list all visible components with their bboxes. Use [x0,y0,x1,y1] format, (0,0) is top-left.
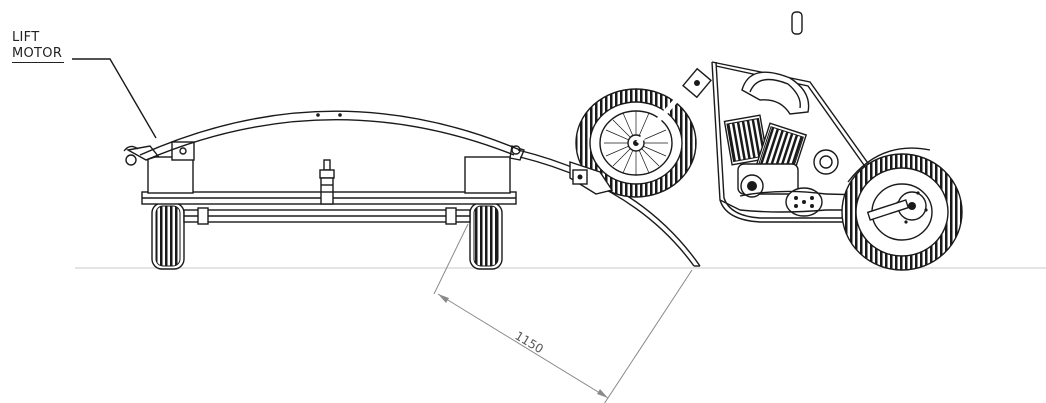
lift-motor [171,141,195,161]
motorcycle-engine [723,114,839,198]
trailer-arch-inner [145,119,515,161]
trailer-right-box [464,156,511,194]
trailer-left-box [147,156,194,194]
callout-line2: MOTOR [12,46,65,63]
trailer-center-jack [319,159,335,205]
trailer [123,110,525,270]
motorcycle-fork [636,11,803,145]
dimension-value: 1150 [512,329,545,357]
motorcycle-rear-wheel [841,153,963,271]
motorcycle-front-wheel [575,88,697,198]
lift-motor-callout: LIFT MOTOR [12,30,65,63]
motorcycle [569,11,963,271]
motorcycle-rear-fender [847,147,931,183]
motorcycle-seat [741,71,810,115]
motorcycle-frame [711,61,881,223]
callout-leader [72,58,157,139]
trailer-left-wheel [151,202,185,270]
trailer-arch-outer [139,110,521,156]
callout-line1: LIFT [12,30,40,45]
trailer-right-wheel [469,202,503,270]
